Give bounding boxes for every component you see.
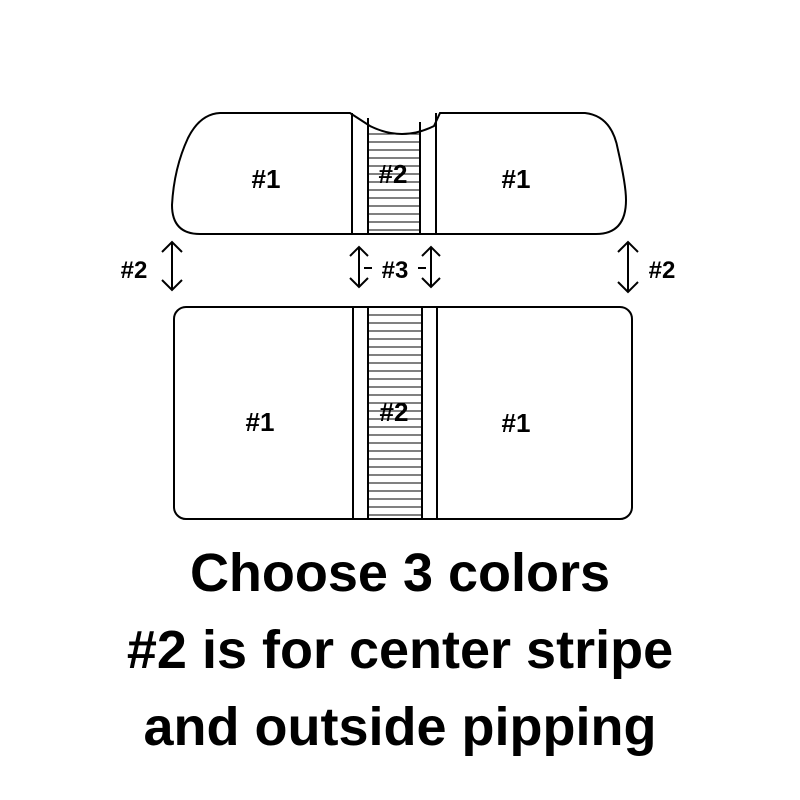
caption-line-1: Choose 3 colors: [189, 543, 611, 603]
backrest-stripe-hatching: [369, 133, 419, 231]
gap-arrows: [161, 240, 639, 294]
center-right-gap-arrow-icon: [418, 245, 441, 289]
caption-line-3: and outside pipping: [143, 697, 657, 757]
cushion-outline: [173, 306, 633, 520]
caption-line-2: #2 is for center stripe: [126, 620, 674, 680]
cushion-left-label: #1: [246, 407, 275, 437]
gap-left-label: #2: [121, 257, 148, 284]
backrest-right-label: #1: [502, 164, 531, 194]
cushion-panel: [173, 306, 633, 520]
cushion-right-label: #1: [502, 408, 531, 438]
right-gap-arrow-icon: [617, 240, 639, 294]
cushion-stripe-hatching: [369, 314, 421, 516]
center-left-gap-arrow-icon: [349, 245, 372, 289]
backrest-center-label: #2: [379, 159, 408, 189]
backrest-left-label: #1: [252, 164, 281, 194]
backrest-panel: [170, 112, 628, 235]
cushion-center-label: #2: [380, 397, 409, 427]
gap-center-label: #3: [382, 257, 409, 284]
backrest-outline: [170, 112, 628, 235]
gap-right-label: #2: [649, 257, 676, 284]
left-gap-arrow-icon: [161, 240, 183, 292]
